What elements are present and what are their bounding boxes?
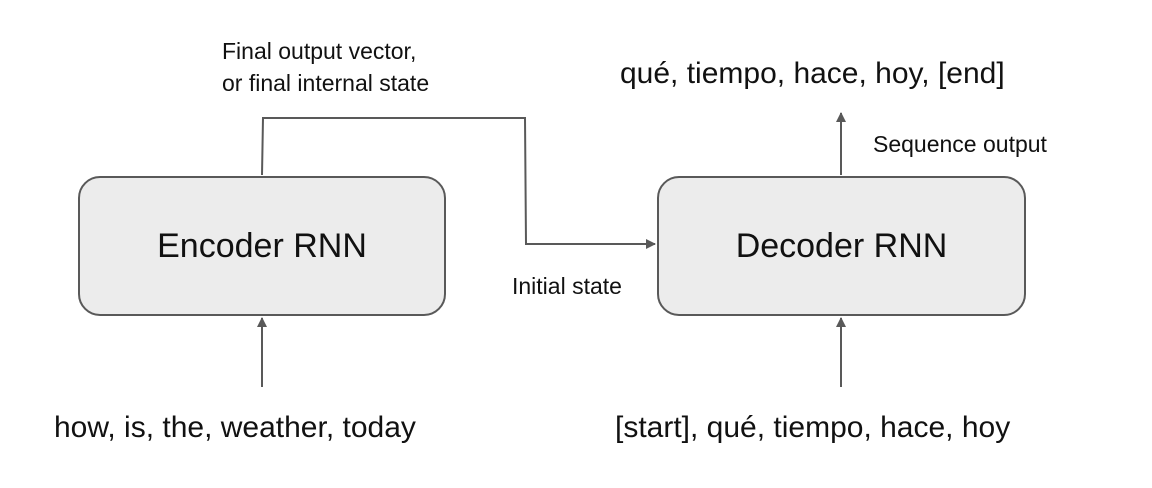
final-state-label-line1: Final output vector, (222, 38, 417, 64)
sequence-output-label: Sequence output (873, 131, 1047, 157)
final-state-label-line2: or final internal state (222, 70, 430, 96)
encoder-rnn-box: Encoder RNN (78, 176, 446, 316)
encoder-input-sequence: how, is, the, weather, today (54, 411, 416, 444)
decoder-input-sequence: [start], qué, tiempo, hace, hoy (615, 411, 1011, 444)
decoder-rnn-box: Decoder RNN (657, 176, 1026, 316)
initial-state-label: Initial state (512, 273, 622, 299)
decoder-rnn-label: Decoder RNN (735, 226, 948, 265)
encoder-rnn-label: Encoder RNN (157, 226, 367, 265)
decoder-output-sequence: qué, tiempo, hace, hoy, [end] (620, 57, 1005, 90)
state-transfer-arrow (261, 117, 656, 249)
